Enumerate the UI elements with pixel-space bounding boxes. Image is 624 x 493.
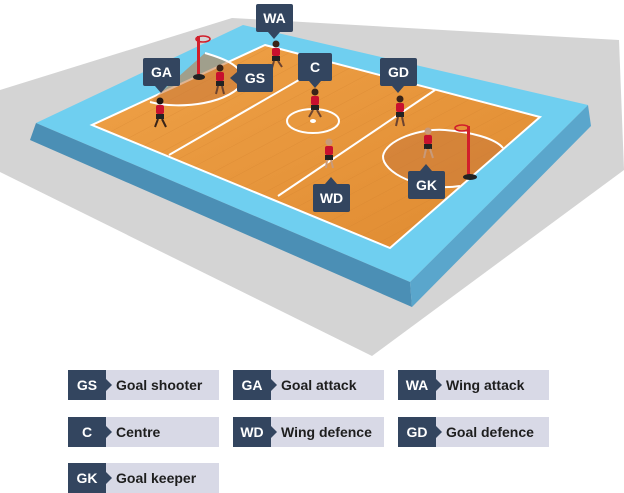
key-item-wd: WD Wing defence	[233, 417, 384, 447]
court-surround-side-right	[410, 105, 591, 307]
key-abbr-gs: GS	[68, 370, 112, 400]
key-item-ga: GA Goal attack	[233, 370, 384, 400]
key-label-ga: Goal attack	[271, 370, 384, 400]
bubble-ga: GA	[143, 58, 180, 93]
key-abbr-wd: WD	[233, 417, 277, 447]
key-label-gk: Goal keeper	[106, 463, 219, 493]
bubble-gs: GS	[230, 64, 273, 92]
key-item-gd: GD Goal defence	[398, 417, 549, 447]
svg-text:C: C	[310, 59, 320, 75]
bubble-wd: WD	[313, 177, 350, 212]
key-label-gs: Goal shooter	[106, 370, 219, 400]
player-gs	[215, 64, 225, 95]
key-label-wd: Wing defence	[271, 417, 384, 447]
centre-spot	[310, 119, 316, 123]
player-gk	[423, 127, 434, 159]
svg-text:WD: WD	[320, 190, 343, 206]
key-item-gk: GK Goal keeper	[68, 463, 219, 493]
bubble-wa: WA	[256, 4, 293, 39]
goal-post-right	[454, 124, 477, 180]
svg-text:GK: GK	[416, 177, 437, 193]
bubble-gk: GK	[408, 164, 445, 199]
key-item-c: C Centre	[68, 417, 219, 447]
netball-court-diagram: WA GA GS C GD WD GK	[0, 4, 624, 356]
court-surround-side-left	[30, 123, 412, 307]
bubble-gd: GD	[380, 58, 417, 93]
key-abbr-c: C	[68, 417, 112, 447]
player-ga	[154, 97, 167, 128]
goal-post-left	[193, 35, 211, 80]
third-line-right	[277, 89, 436, 197]
bubble-c: C	[298, 53, 332, 88]
key-abbr-ga: GA	[233, 370, 277, 400]
svg-text:GS: GS	[245, 70, 265, 86]
court-boundary	[89, 43, 543, 250]
player-c	[308, 88, 322, 118]
player-wa	[271, 40, 283, 69]
key-label-gd: Goal defence	[436, 417, 549, 447]
key-label-c: Centre	[106, 417, 219, 447]
key-abbr-gk: GK	[68, 463, 112, 493]
svg-text:GA: GA	[151, 64, 172, 80]
key-item-gs: GS Goal shooter	[68, 370, 219, 400]
key-abbr-gd: GD	[398, 417, 442, 447]
svg-text:WA: WA	[263, 10, 286, 26]
key-abbr-wa: WA	[398, 370, 442, 400]
player-wd	[325, 138, 334, 169]
player-gd	[395, 95, 405, 127]
key-item-wa: WA Wing attack	[398, 370, 549, 400]
key-label-wa: Wing attack	[436, 370, 549, 400]
svg-text:GD: GD	[388, 64, 409, 80]
